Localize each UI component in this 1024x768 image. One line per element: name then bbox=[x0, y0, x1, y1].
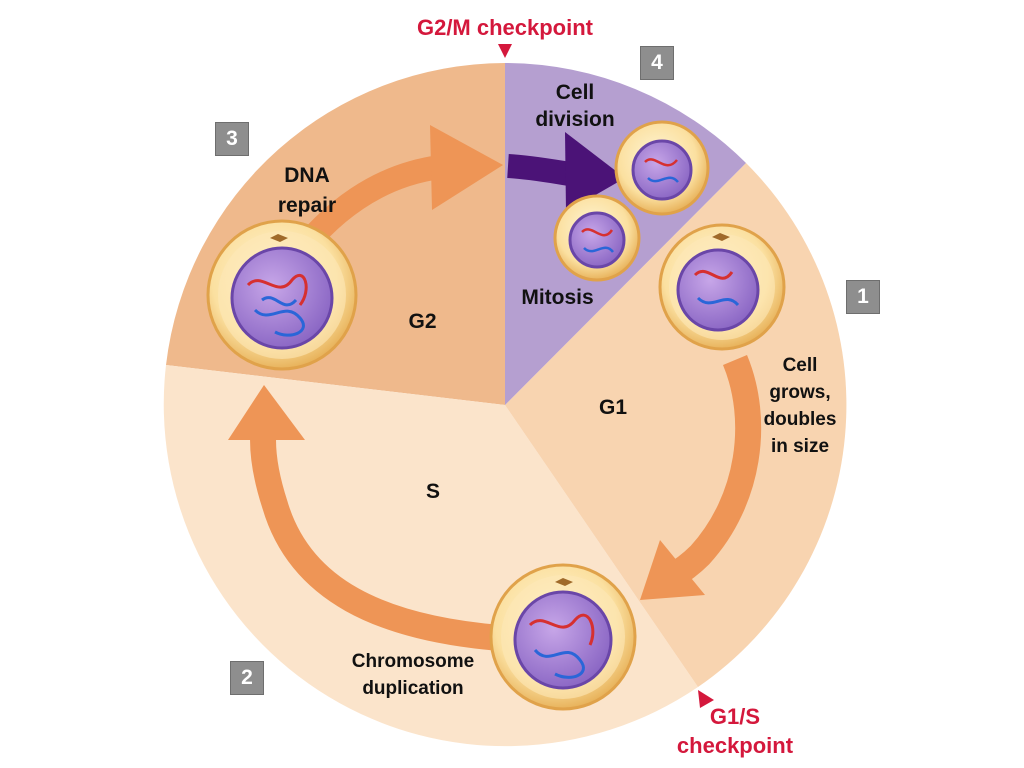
g1s-checkpoint-marker bbox=[698, 690, 714, 708]
step3-label-line2: repair bbox=[277, 194, 337, 217]
g2-arrowhead bbox=[430, 125, 503, 210]
g2-sector bbox=[166, 63, 505, 405]
step1-label-line3: doubles bbox=[763, 409, 837, 430]
s-arrowhead bbox=[228, 385, 305, 440]
step4-label-line2: division bbox=[535, 108, 615, 131]
cell-g1 bbox=[658, 223, 786, 351]
g1s-checkpoint-label-line1: G1/S bbox=[709, 704, 761, 729]
g2m-checkpoint-label: G2/M checkpoint bbox=[416, 15, 594, 40]
g1s-checkpoint-label-line2: checkpoint bbox=[676, 733, 794, 758]
step1-label-line1: Cell bbox=[782, 355, 818, 376]
s-arrow bbox=[250, 423, 502, 651]
g1-arrowhead bbox=[640, 540, 705, 600]
step4-label-line1: Cell bbox=[555, 81, 595, 104]
phase-label-s: S bbox=[425, 480, 440, 503]
phase-label-g1: G1 bbox=[598, 396, 627, 419]
g2m-checkpoint-marker bbox=[498, 44, 512, 58]
step3-label-line1: DNA bbox=[284, 164, 330, 187]
step-badge-3: 3 bbox=[215, 122, 249, 156]
phase-label-g2: G2 bbox=[408, 310, 437, 333]
step2-label-line2: duplication bbox=[362, 678, 464, 699]
cell-s bbox=[489, 563, 637, 711]
step1-label-line2: grows, bbox=[769, 382, 831, 403]
step-badge-1: 1 bbox=[846, 280, 880, 314]
cell-g2 bbox=[206, 219, 358, 371]
phase-label-mitosis: Mitosis bbox=[521, 286, 594, 309]
step-badge-2: 2 bbox=[230, 661, 264, 695]
daughter-cell-2 bbox=[553, 194, 641, 282]
step1-label-line4: in size bbox=[770, 436, 830, 457]
mitosis-arrowhead bbox=[565, 132, 625, 212]
step-badge-4: 4 bbox=[640, 46, 674, 80]
daughter-cell-1 bbox=[614, 120, 710, 216]
step2-label-line1: Chromosome bbox=[351, 651, 475, 672]
